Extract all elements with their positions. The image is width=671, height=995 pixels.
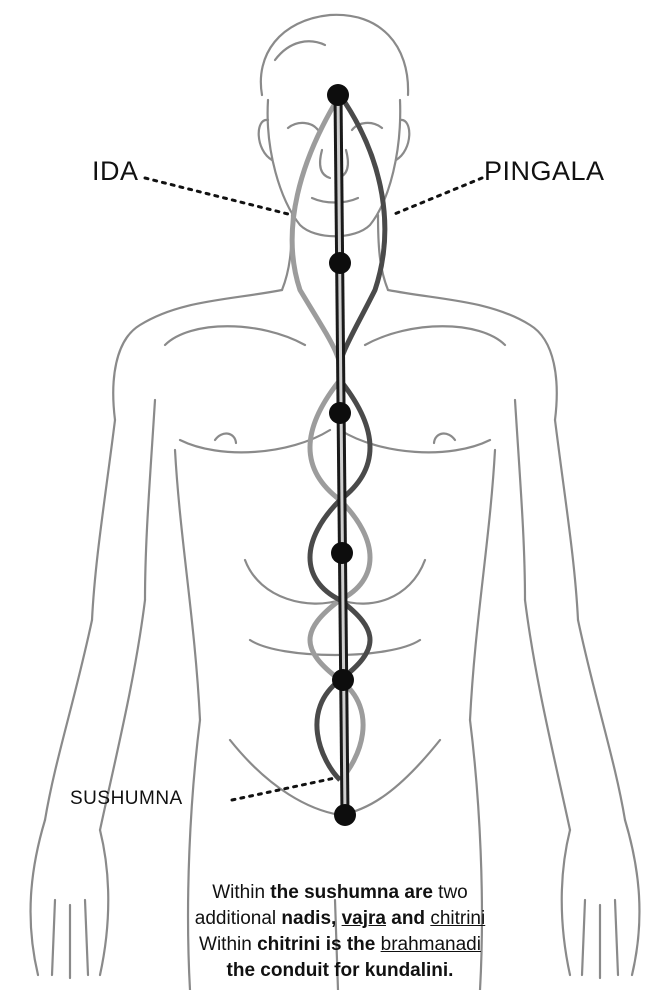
caption-segment: chitrini [430, 908, 485, 929]
ida-label: IDA [92, 156, 139, 187]
caption-segment: chitrini [257, 934, 320, 955]
caption-segment: two [433, 882, 468, 903]
chakra-crown [327, 84, 349, 106]
caption-segment: is the [320, 934, 380, 955]
chakra-root [334, 804, 356, 826]
caption-segment: and [386, 908, 430, 929]
chakra-sacral [332, 669, 354, 691]
caption-segment: the sushumna are [270, 882, 433, 903]
caption-segment: nadis, [281, 908, 341, 929]
sushumna-leader-line [232, 778, 335, 800]
caption-segment: Within [212, 882, 270, 903]
caption: Within the sushumna are two additional n… [120, 880, 560, 984]
caption-segment: the conduit for kundalini. [227, 960, 454, 981]
caption-line-3: Within chitrini is the brahmanadi [120, 932, 560, 958]
chakra-heart [329, 402, 351, 424]
caption-segment: vajra [342, 908, 386, 929]
caption-line-2: additional nadis, vajra and chitrini [120, 906, 560, 932]
caption-line-1: Within the sushumna are two [120, 880, 560, 906]
pingala-label: PINGALA [484, 156, 605, 187]
sushumna-label: SUSHUMNA [70, 788, 183, 810]
caption-segment: brahmanadi [381, 934, 481, 955]
chakra-solar-plexus [331, 542, 353, 564]
caption-line-4: the conduit for kundalini. [120, 958, 560, 984]
caption-segment: additional [195, 908, 282, 929]
pingala-leader-line [392, 178, 482, 215]
chakra-throat [329, 252, 351, 274]
caption-segment: Within [199, 934, 257, 955]
ida-leader-line [145, 178, 292, 215]
